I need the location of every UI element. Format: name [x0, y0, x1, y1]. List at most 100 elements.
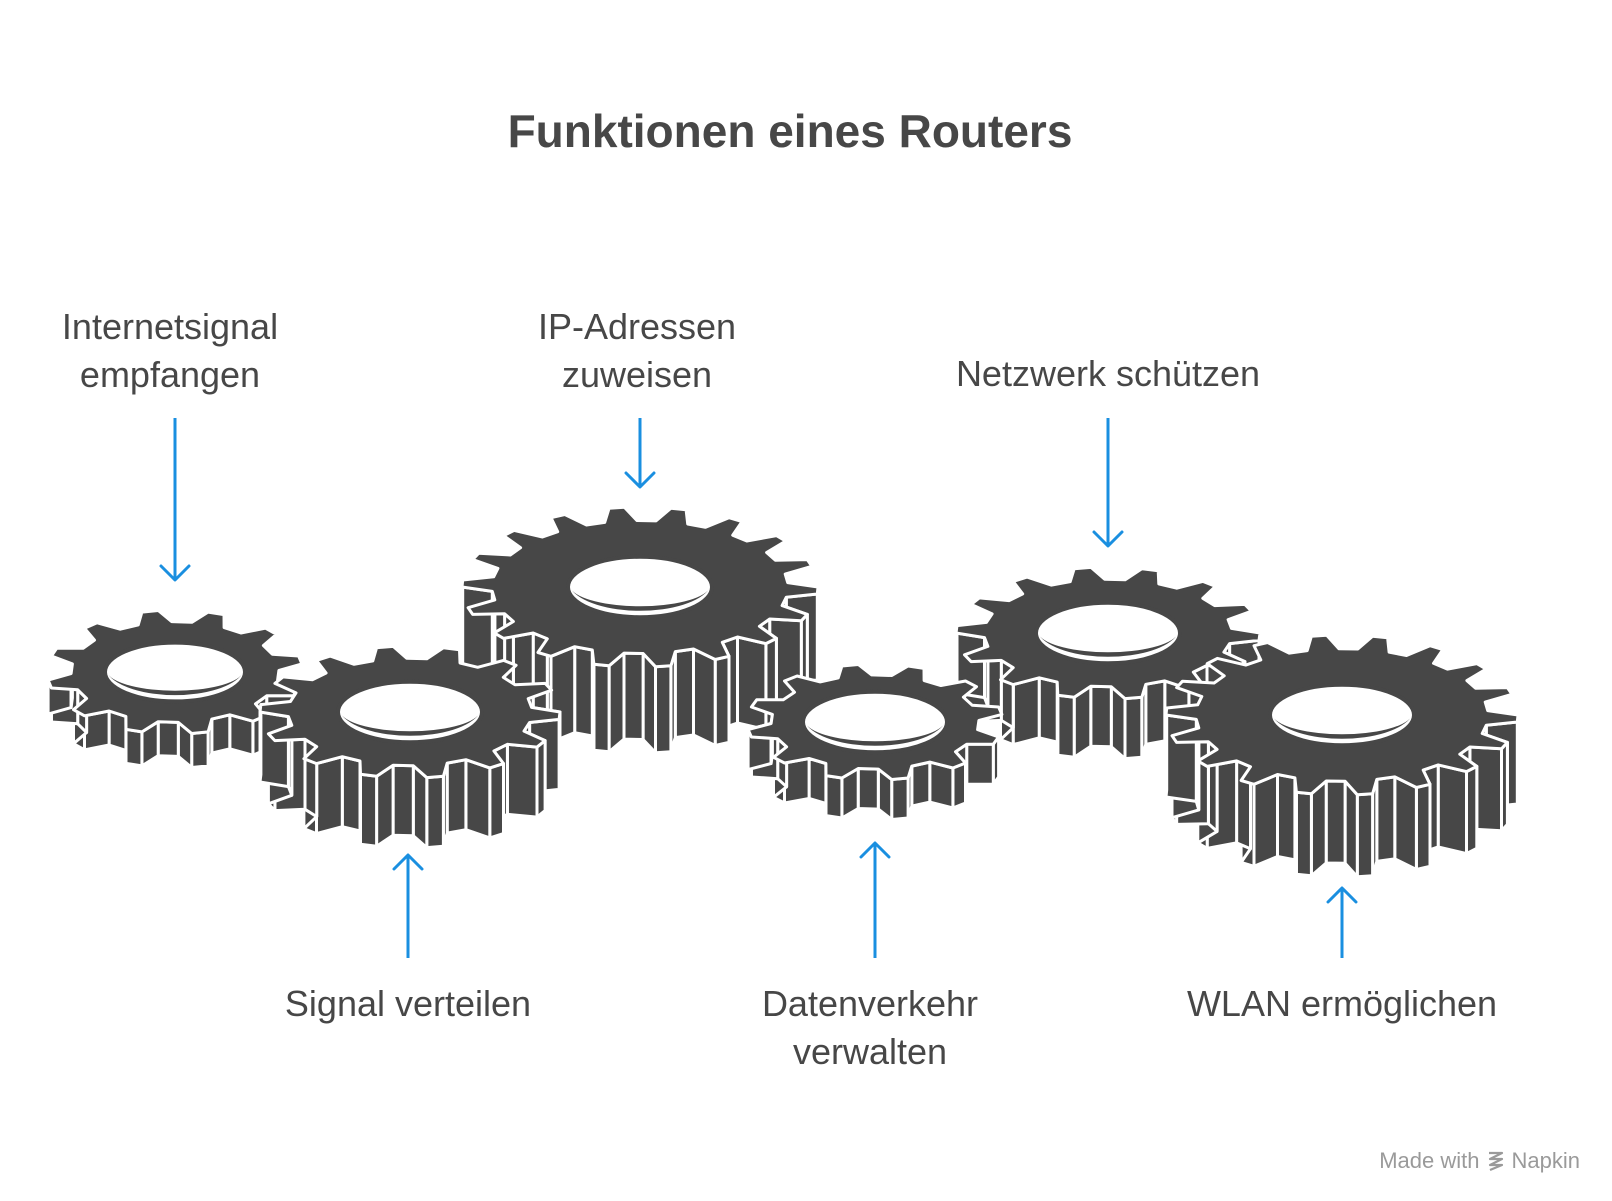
gear-side-face: [1343, 779, 1359, 879]
gear-side-face: [464, 758, 492, 840]
gear-hole: [1268, 682, 1416, 748]
arrow-wlan: [1326, 886, 1358, 958]
gear-side-face: [592, 662, 611, 754]
gear-wlan: [1164, 633, 1520, 879]
gear-side-face: [258, 703, 263, 784]
gear-side-face: [83, 709, 111, 752]
gear-side-face: [622, 651, 645, 741]
arrow-head: [1326, 886, 1358, 904]
gear-signal-verteilen: [258, 644, 562, 850]
gear-side-face: [1164, 706, 1169, 799]
gear-side-face: [445, 758, 468, 835]
gear-side-face: [1294, 790, 1313, 878]
gear-side-face: [573, 645, 594, 738]
gear-side-face: [359, 772, 379, 848]
gear-side-face: [807, 757, 828, 805]
label-line: Netzwerk schützen: [955, 353, 1261, 394]
gear-hole: [336, 679, 484, 745]
label-line: IP-Adressen: [537, 306, 737, 347]
gear-side-face: [315, 755, 344, 836]
gear-side-face: [1252, 773, 1279, 868]
gear-hole-inner-wall: [570, 589, 710, 611]
gear-side-face: [258, 710, 290, 789]
gear-hole-inner-wall: [107, 674, 243, 696]
gear-side-face: [641, 652, 657, 755]
label-internetsignal: Internetsignal empfangen: [0, 303, 370, 399]
label-line: Datenverkehr: [761, 983, 979, 1024]
gear-side-face: [1324, 779, 1347, 865]
gear-hole: [103, 640, 247, 704]
gear-side-face: [488, 762, 505, 840]
footer-credit: Made with Napkin: [1379, 1148, 1580, 1174]
gear-side-face: [1089, 684, 1113, 749]
gear-side-face: [1037, 676, 1059, 744]
gear-side-face: [505, 742, 539, 819]
label-line: WLAN ermöglichen: [1186, 983, 1498, 1024]
gear-side-face: [460, 578, 465, 675]
arrow-datenverkehr: [859, 841, 891, 958]
gear-side-face: [1465, 764, 1479, 856]
arrow-head: [1092, 530, 1124, 548]
gear-side-face: [910, 760, 932, 808]
gear-side-face: [928, 760, 955, 810]
gear-side-face: [1375, 775, 1397, 863]
label-datenverkehr: Datenverkehr verwalten: [670, 980, 1070, 1076]
gear-hole: [566, 554, 714, 620]
gear-side-face: [190, 730, 210, 769]
arrow-head: [392, 853, 424, 871]
gear-side-face: [890, 776, 910, 821]
label-netzwerk: Netzwerk schützen: [908, 350, 1308, 398]
gear-hole: [1034, 600, 1182, 666]
arrow-head: [159, 564, 191, 582]
label-signal-verteilen: Signal verteilen: [208, 980, 608, 1028]
arrow-signal-verteilen: [392, 853, 424, 958]
gear-side-face: [1011, 676, 1041, 747]
arrow-ip-adressen: [624, 418, 656, 489]
gear-side-face: [425, 774, 445, 850]
label-ip-adressen: IP-Adressen zuweisen: [437, 303, 837, 399]
gear-hole-inner-wall: [340, 714, 480, 736]
label-wlan: WLAN ermöglichen: [1142, 980, 1542, 1028]
gear-side-face: [951, 761, 967, 810]
gear-side-face: [965, 742, 995, 786]
gear-hole-inner-wall: [805, 724, 945, 746]
arrow-head: [624, 471, 656, 489]
gear-side-face: [1309, 779, 1328, 878]
footer-made-with: Made with: [1379, 1148, 1480, 1173]
gear-side-face: [210, 713, 232, 755]
gear-side-face: [1355, 792, 1375, 879]
label-line: verwalten: [792, 1031, 948, 1072]
gear-side-face: [692, 647, 717, 747]
gear-side-face: [736, 635, 768, 732]
gear-side-face: [340, 755, 362, 833]
gear-hole-inner-wall: [1272, 717, 1412, 739]
gear-side-face: [1393, 775, 1418, 871]
napkin-logo-icon: [1488, 1151, 1503, 1172]
gear-side-face: [1144, 679, 1167, 746]
gear-side-face: [156, 720, 180, 758]
gear-side-face: [1436, 763, 1468, 856]
label-line: empfangen: [79, 354, 261, 395]
gear-side-face: [1123, 695, 1144, 761]
gear-datenverkehr: [746, 663, 1004, 821]
gear-side-face: [1056, 693, 1076, 759]
gear-side-face: [824, 774, 844, 820]
label-line: Internetsignal: [61, 306, 279, 347]
gear-side-face: [1414, 782, 1432, 871]
gear-side-face: [783, 757, 811, 805]
gear-side-face: [713, 654, 731, 747]
arrow-netzwerk: [1092, 418, 1124, 548]
gear-side-face: [391, 763, 415, 838]
arrow-internetsignal: [159, 418, 191, 582]
gear-side-face: [607, 651, 626, 754]
gear-side-face: [411, 764, 429, 850]
arrow-head: [859, 841, 891, 859]
gear-side-face: [856, 767, 880, 811]
label-line: Signal verteilen: [284, 983, 532, 1024]
footer-brand: Napkin: [1511, 1148, 1580, 1173]
label-line: zuweisen: [561, 354, 713, 395]
gear-side-face: [375, 763, 395, 848]
diagram-title: Funktionen eines Routers: [507, 105, 1073, 157]
gear-side-face: [654, 664, 673, 755]
